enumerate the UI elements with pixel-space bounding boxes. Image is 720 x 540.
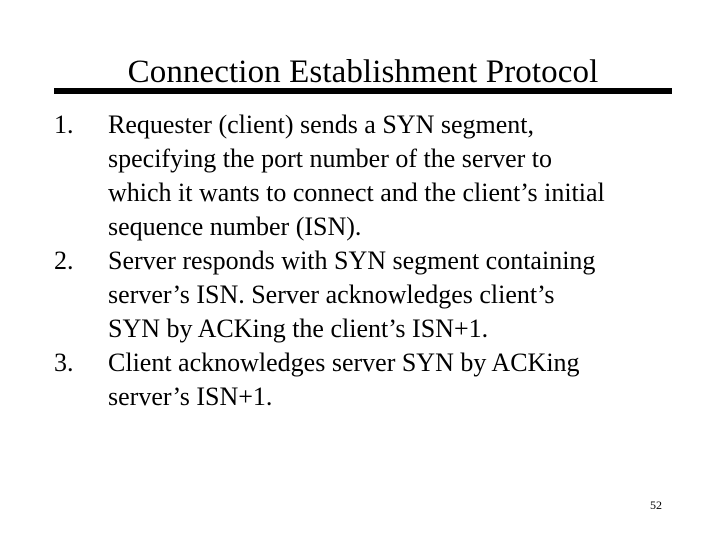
page-title: Connection Establishment Protocol bbox=[127, 54, 599, 91]
list-item-number: 2. bbox=[54, 246, 74, 275]
list-item: 3. Client acknowledges server SYN by ACK… bbox=[50, 346, 690, 414]
list-item: 2. Server responds with SYN segment cont… bbox=[50, 244, 690, 346]
list-item-number: 1. bbox=[54, 110, 74, 139]
list-item-text: Requester (client) sends a SYN segment, … bbox=[108, 110, 605, 241]
list-item: 1. Requester (client) sends a SYN segmen… bbox=[50, 108, 690, 244]
list-item-number: 3. bbox=[54, 348, 74, 377]
numbered-list: 1. Requester (client) sends a SYN segmen… bbox=[50, 108, 690, 414]
list-item-text: Server responds with SYN segment contain… bbox=[108, 246, 596, 343]
title-divider bbox=[54, 88, 672, 94]
page-number: 52 bbox=[650, 498, 662, 512]
list-item-text: Client acknowledges server SYN by ACKing… bbox=[108, 348, 580, 411]
